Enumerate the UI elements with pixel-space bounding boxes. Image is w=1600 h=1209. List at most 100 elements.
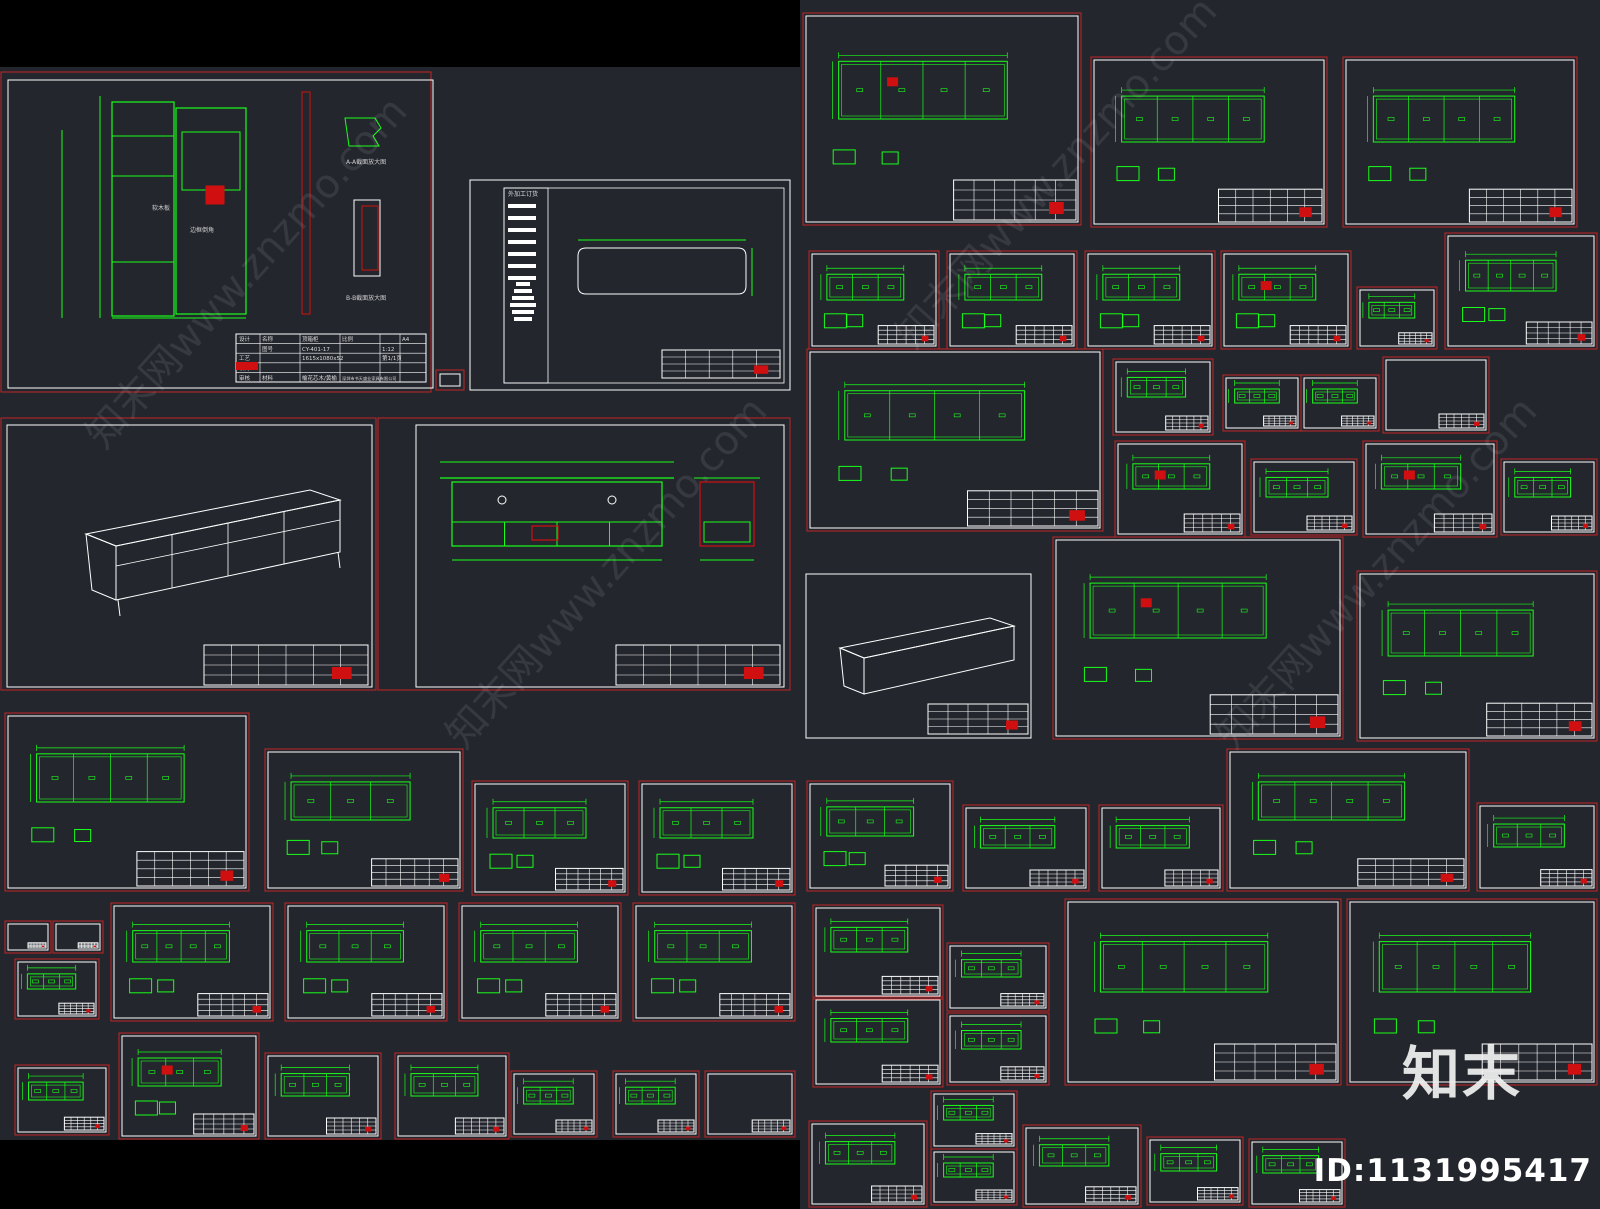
section-detail — [321, 841, 339, 855]
sheet-frame — [933, 1093, 1015, 1147]
section-detail — [1425, 681, 1443, 695]
handle — [70, 1089, 78, 1093]
company-seal — [1333, 335, 1341, 342]
post-section — [301, 91, 311, 315]
company-seal — [775, 880, 784, 887]
sheet-border — [962, 804, 1090, 892]
cabinet-inner-outline — [1237, 391, 1277, 401]
cabinet-outline — [1234, 388, 1280, 404]
sheet-border — [377, 417, 791, 691]
cabinet-outline — [961, 1030, 1022, 1050]
sheet-border — [284, 902, 448, 1022]
cabinet-outline — [826, 273, 905, 301]
sheet-frame — [397, 1055, 507, 1137]
cabinet-outline — [410, 1073, 479, 1097]
cabinet-inner-outline — [293, 784, 408, 818]
tb-name-value: 顶箱柜 — [302, 335, 319, 343]
aa-section-label: A-A截面放大图 — [346, 158, 386, 166]
handle — [148, 1070, 156, 1074]
sheet-border — [1250, 458, 1358, 536]
handle — [840, 1028, 847, 1033]
sheet-frame — [1365, 443, 1495, 535]
sheet-frame — [17, 961, 97, 1017]
cabinet-outline — [280, 1073, 350, 1097]
cabinet-outline — [1238, 273, 1317, 301]
cabinet-outline — [824, 1141, 896, 1165]
tb-code-value: CY-401-17 — [302, 347, 330, 353]
company-seal — [925, 1074, 933, 1080]
handle — [840, 937, 847, 942]
sheet-frame — [1087, 253, 1213, 347]
handle — [1203, 1160, 1211, 1165]
company-seal — [252, 1005, 261, 1013]
sheet-frame — [1447, 235, 1595, 347]
handle — [1541, 273, 1549, 278]
handle — [1470, 964, 1478, 969]
company-seal — [1583, 523, 1588, 528]
company-seal — [1059, 335, 1067, 342]
cabinet-outline — [480, 930, 578, 963]
company-seal — [1034, 1000, 1040, 1005]
tb-audit-label: 审核 — [239, 374, 251, 382]
handle — [525, 944, 533, 949]
handle — [1331, 394, 1339, 398]
sheet-frame — [815, 999, 941, 1085]
handle — [1014, 834, 1021, 839]
cabinet-outline — [26, 973, 77, 990]
section-detail — [1295, 841, 1313, 855]
sheet-border — [458, 902, 622, 1022]
sheet-border — [1356, 570, 1598, 742]
handle — [1193, 474, 1201, 479]
section-detail — [683, 854, 701, 868]
sheet-frame — [461, 905, 619, 1019]
bb-section-label: B-B截面放大图 — [346, 294, 386, 302]
aa-section-profile — [344, 117, 382, 147]
cabinet-inner-outline — [1163, 1156, 1214, 1169]
sheet-border — [1052, 536, 1344, 740]
company-seal — [1034, 1074, 1040, 1079]
handle — [463, 1083, 471, 1087]
tb-process-label: 工艺 — [239, 355, 251, 362]
sheet-frame — [1115, 361, 1211, 433]
handle — [1274, 285, 1281, 289]
order-list-item — [508, 240, 536, 244]
wardrobe-side-outline — [175, 107, 247, 315]
sheet-border — [1342, 56, 1578, 228]
handle — [1047, 1153, 1055, 1158]
company-seal — [1197, 335, 1205, 342]
cabinet-outline — [943, 1162, 994, 1178]
handle — [1432, 964, 1440, 969]
sheet-border — [1064, 898, 1342, 1086]
sheet-border — [1476, 802, 1598, 892]
sheet-border — [471, 780, 629, 896]
stacked-block — [516, 282, 530, 286]
section-detail — [516, 854, 534, 868]
handle — [732, 944, 739, 949]
cabinet-outline — [1265, 476, 1329, 498]
cabinet-outline — [137, 1057, 222, 1087]
sheet-border — [1500, 458, 1598, 536]
stacked-block — [512, 310, 534, 314]
section-detail — [134, 1100, 158, 1116]
cabinet-leg — [117, 599, 121, 617]
sheet-border — [806, 348, 1104, 532]
cabinet-inner-outline — [946, 1165, 991, 1175]
sheet-frame — [809, 351, 1101, 529]
cabinet-inner-outline — [1384, 466, 1459, 487]
section-detail — [1083, 666, 1107, 682]
rounded-panel-outline — [577, 247, 747, 295]
handle — [1493, 117, 1501, 121]
cabinet-outline — [659, 807, 754, 839]
handle — [699, 944, 707, 949]
company-seal — [1124, 1195, 1131, 1200]
sheet-border — [1098, 804, 1224, 892]
sheet-frame — [1117, 443, 1243, 535]
sheet-frame — [949, 945, 1047, 1009]
cabinet-outline — [625, 1086, 676, 1105]
handle — [493, 944, 501, 949]
sheet-frame — [1025, 1127, 1139, 1205]
cabinet-outline — [979, 825, 1056, 849]
company-seal — [1004, 1195, 1009, 1199]
order-list-item — [508, 252, 536, 256]
cable-hole — [497, 495, 507, 505]
